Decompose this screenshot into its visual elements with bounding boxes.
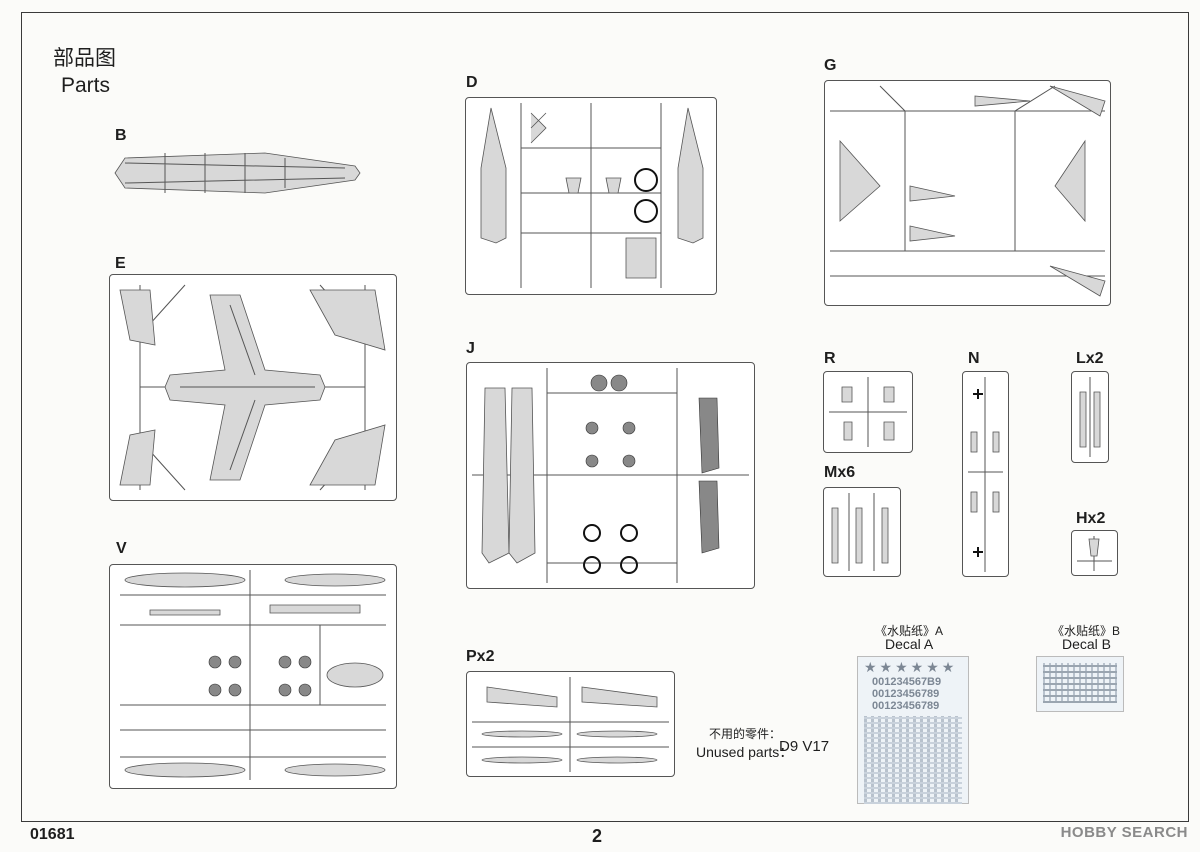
sprue-label-j: J: [466, 340, 475, 357]
sprue-label-r: R: [824, 350, 836, 367]
sprue-m-frame: [823, 487, 901, 577]
sprue-n-frame: [962, 371, 1009, 577]
decal-b-label-cn: 《水贴纸》B: [1052, 624, 1121, 638]
decal-a-stars: ★★★★★★: [864, 659, 958, 675]
decal-a-row-3: 00123456789: [872, 700, 940, 712]
sprue-label-d: D: [466, 74, 478, 91]
decal-a-stencils: [864, 716, 962, 804]
sprue-label-n: N: [968, 350, 980, 367]
sprue-d-frame: [465, 97, 717, 295]
sprue-e-frame: [109, 274, 397, 501]
sprue-label-v: V: [116, 540, 127, 557]
sprue-l-frame: [1071, 371, 1109, 463]
part-b-fuselage: [114, 152, 361, 194]
page-frame: [21, 12, 1189, 822]
sprue-label-e: E: [115, 255, 126, 272]
page-number: 2: [592, 826, 603, 846]
decal-a-label-cn: 《水贴纸》A: [875, 624, 944, 638]
decal-a-label-en: Decal A: [885, 636, 934, 652]
decal-a-row-2: 00123456789: [872, 688, 940, 700]
sprue-label-lx2: Lx2: [1076, 350, 1104, 367]
sprue-label-g: G: [824, 57, 837, 74]
sprue-j-frame: [466, 362, 755, 589]
sprue-label-px2: Px2: [466, 648, 495, 665]
sprue-v-frame: [109, 564, 397, 789]
product-code: 01681: [30, 826, 75, 843]
title-chinese: 部品图: [53, 46, 116, 70]
sprue-label-b: B: [115, 127, 127, 144]
title-english: Parts: [61, 74, 111, 97]
decal-sheet-a: ★★★★★★ 001234567B9 00123456789 001234567…: [857, 656, 969, 804]
decal-a-row-1: 001234567B9: [872, 676, 942, 688]
unused-label-en: Unused parts：: [696, 744, 794, 760]
unused-parts-list: D9 V17: [779, 738, 830, 755]
sprue-h-frame: [1071, 530, 1118, 576]
sprue-r-frame: [823, 371, 913, 453]
unused-label-cn: 不用的零件：: [709, 727, 782, 741]
sprue-g-frame: [824, 80, 1111, 306]
decal-b-stencils: [1043, 663, 1117, 703]
decal-b-label-en: Decal B: [1062, 636, 1112, 652]
decal-sheet-b: [1036, 656, 1124, 712]
sprue-label-hx2: Hx2: [1076, 510, 1106, 527]
sprue-label-mx6: Mx6: [824, 464, 856, 481]
watermark-logo: HOBBY SEARCH: [1060, 824, 1188, 841]
sprue-p-frame: [466, 671, 675, 777]
